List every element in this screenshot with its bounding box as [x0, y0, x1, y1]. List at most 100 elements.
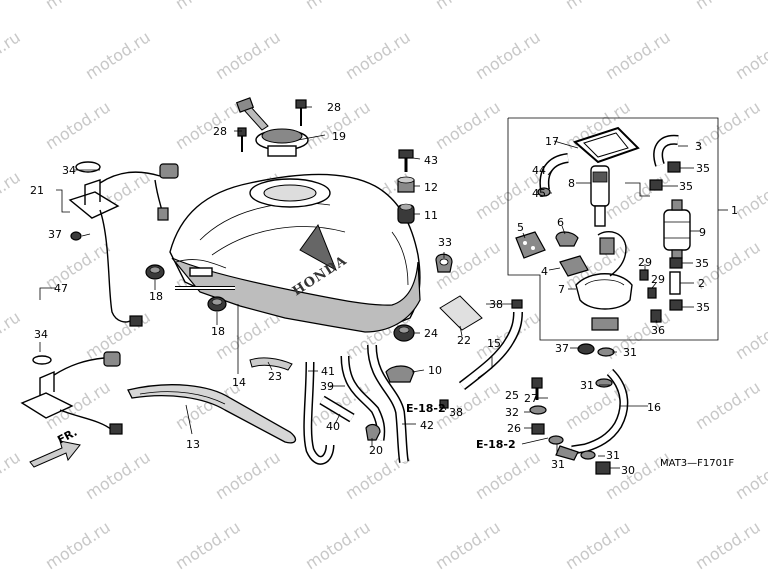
washer-31d	[580, 450, 596, 460]
callout-10: 10	[428, 364, 442, 377]
watermark-text: motod.ru	[42, 517, 114, 573]
callout-47: 47	[54, 282, 68, 295]
watermark-text: motod.ru	[302, 517, 374, 573]
watermark-text: motod.ru	[432, 0, 504, 13]
hose-39	[340, 355, 386, 441]
clip-35a	[667, 161, 681, 173]
callout-44: 44	[532, 164, 546, 177]
bolt-38b	[511, 299, 523, 309]
watermark-text: motod.ru	[0, 307, 24, 363]
screw-29a	[639, 269, 649, 281]
cross-reference-e18-2-a: E-18-2	[406, 402, 446, 415]
watermark-text: motod.ru	[692, 0, 764, 13]
cross-reference-e18-2-b: E-18-2	[476, 438, 516, 451]
grommet-24	[393, 324, 415, 342]
callout-41: 41	[321, 365, 335, 378]
fuel-tank	[169, 173, 421, 333]
hose-15	[458, 311, 523, 390]
hose-41	[303, 361, 335, 465]
callout-19: 19	[332, 130, 346, 143]
callout-45: 45	[532, 187, 546, 200]
callout-5: 5	[517, 221, 524, 234]
rubber-strip-23	[249, 357, 293, 371]
callout-2: 2	[698, 277, 705, 290]
watermark-text: motod.ru	[0, 167, 24, 223]
hose-40	[319, 395, 355, 423]
fuel-pump-8	[590, 165, 610, 227]
callout-37a: 37	[48, 228, 62, 241]
watermark-text: motod.ru	[82, 27, 154, 83]
watermark-text: motod.ru	[172, 97, 244, 153]
watermark-text: motod.ru	[82, 447, 154, 503]
callout-36: 36	[651, 324, 665, 337]
bolt-37b	[577, 343, 595, 355]
watermark-text: motod.ru	[732, 307, 768, 363]
grommet-36	[650, 309, 662, 323]
callout-18a: 18	[149, 290, 163, 303]
callout-31b: 31	[580, 379, 594, 392]
callout-30: 30	[621, 464, 635, 477]
callout-39: 39	[320, 380, 334, 393]
callout-29b: 29	[651, 273, 665, 286]
fuel-sensor-assembly-47	[20, 351, 123, 435]
callout-42: 42	[420, 419, 434, 432]
watermark-text: motod.ru	[0, 447, 24, 503]
watermark-text: motod.ru	[562, 517, 634, 573]
callout-11: 11	[424, 209, 438, 222]
pump-base-7	[575, 231, 633, 331]
callout-8: 8	[568, 177, 575, 190]
grommet-18a	[145, 264, 165, 280]
callout-29a: 29	[638, 256, 652, 269]
clip-20	[365, 423, 381, 441]
leader-lines	[39, 106, 728, 469]
callout-4: 4	[541, 265, 548, 278]
bolt-38a	[439, 399, 449, 409]
callout-1: 1	[731, 204, 738, 217]
callout-18b: 18	[211, 325, 225, 338]
washer-31b	[595, 378, 613, 388]
callout-31a: 31	[623, 346, 637, 359]
watermark-text: motod.ru	[212, 27, 284, 83]
callout-35c: 35	[695, 257, 709, 270]
watermark-text: motod.ru	[0, 27, 24, 83]
bolt-28b	[237, 127, 247, 152]
tank-seal-13	[127, 384, 297, 444]
callout-21: 21	[30, 184, 44, 197]
watermark-text: motod.ru	[42, 0, 114, 13]
bolt-43	[398, 149, 414, 172]
watermark-text: motod.ru	[212, 447, 284, 503]
bolt-26	[531, 423, 545, 435]
watermark-text: motod.ru	[692, 97, 764, 153]
clip-35b	[649, 179, 663, 191]
watermark-text: motod.ru	[42, 237, 114, 293]
callout-15: 15	[487, 337, 501, 350]
callout-33: 33	[438, 236, 452, 249]
fuel-gauge-unit-21	[68, 161, 179, 327]
callout-34b: 34	[34, 328, 48, 341]
watermark-text: motod.ru	[172, 0, 244, 13]
washer-32	[529, 405, 547, 415]
hose-3	[653, 134, 679, 167]
callout-22: 22	[457, 334, 471, 347]
callout-20: 20	[369, 444, 383, 457]
watermark-text: motod.ru	[602, 167, 674, 223]
watermark-text: motod.ru	[732, 27, 768, 83]
watermark-text: motod.ru	[432, 517, 504, 573]
bracket-4	[559, 255, 589, 277]
callout-27: 27	[524, 392, 538, 405]
callout-32: 32	[505, 406, 519, 419]
callout-24: 24	[424, 327, 438, 340]
callout-14: 14	[232, 376, 246, 389]
callout-35a: 35	[696, 162, 710, 175]
bolt-25	[531, 377, 543, 400]
callout-28b: 28	[213, 125, 227, 138]
bracket-6	[555, 231, 579, 247]
fuel-pump-kit-box	[507, 117, 719, 341]
watermark-text: motod.ru	[302, 0, 374, 13]
front-arrow-icon	[29, 440, 81, 468]
callout-37b: 37	[555, 342, 569, 355]
diagram-code: MAT3—F1701F	[660, 458, 734, 469]
bolt-28a	[295, 99, 307, 126]
watermark-text: motod.ru	[42, 97, 114, 153]
